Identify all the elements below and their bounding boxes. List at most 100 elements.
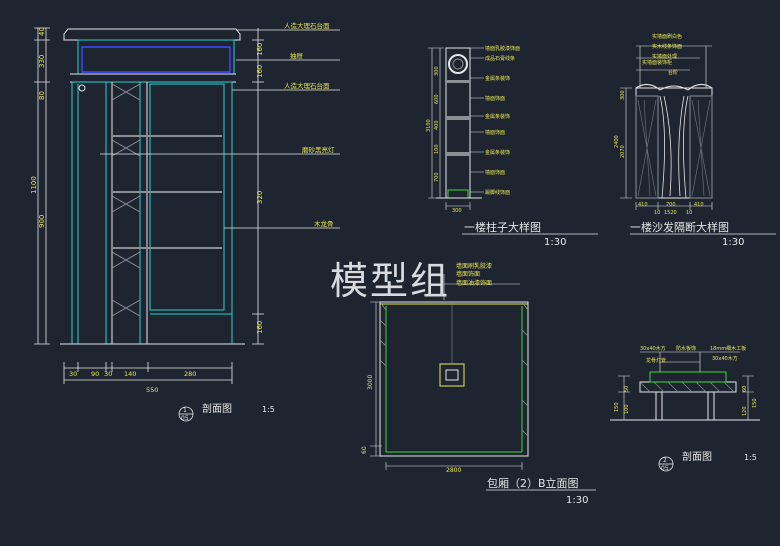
section-two-drawing	[610, 351, 760, 421]
curtain	[659, 95, 689, 199]
dimension-lines	[618, 375, 754, 421]
note-label: 墙面乳胶漆饰面	[485, 45, 520, 52]
note-label: 金属条装饰	[485, 113, 510, 120]
elevation-drawing	[370, 274, 529, 470]
dim-text: 80	[38, 91, 46, 100]
dim-text: 550	[146, 386, 158, 394]
note-label: 人造大理石台面	[284, 21, 330, 30]
dim-text: 150	[752, 398, 758, 408]
note-label: 木龙骨	[314, 219, 334, 228]
note-label: 磨砂黑亮灯	[302, 145, 335, 154]
dimension-lines	[370, 301, 523, 470]
note-label: 墙面饰面	[485, 169, 505, 176]
post	[655, 391, 663, 421]
note-label: 金属条装饰	[485, 149, 510, 156]
column-detail-drawing	[428, 47, 484, 210]
dim-text: 60	[742, 386, 748, 392]
sofa-partition-text: 实墙面刷白色 实木线条饰面 实墙面处理 实墙面装饰柜 台阶 300 2400 2…	[614, 33, 704, 216]
sofa-partition-drawing	[620, 45, 713, 210]
column-detail-title: 一楼柱子大样图	[464, 220, 541, 234]
leader-lines	[443, 274, 520, 300]
slab	[639, 381, 737, 393]
metal-strip	[446, 80, 470, 83]
wall-hatch	[379, 301, 529, 437]
dim-text: 150	[614, 402, 620, 412]
metal-strip	[446, 116, 470, 120]
dim-text: 90	[91, 370, 99, 378]
elevation-scale: 1:30	[566, 495, 588, 506]
drawer-frame	[77, 39, 235, 75]
left-section-drawing	[34, 27, 340, 384]
section-ref-top: 1	[183, 407, 187, 414]
dim-text: 30	[69, 370, 77, 378]
dimension-lines	[63, 362, 233, 384]
dimension-lines	[252, 28, 264, 345]
leader-lines	[640, 351, 740, 372]
dim-text: 120	[742, 406, 748, 416]
note-label: 18mm细木工板	[710, 345, 746, 352]
dim-text: 700	[666, 202, 676, 208]
section-scale: 1:5	[262, 405, 275, 414]
dim-text: 40	[38, 27, 46, 36]
dim-text: 410	[638, 202, 648, 208]
slab-hatch	[639, 381, 735, 393]
section-two-text: 30x40木方 防水板饰 18mm细木工板 龙骨灯管 30x40木方 150 1…	[614, 345, 758, 416]
dim-text: 160	[256, 321, 264, 334]
dim-text: 280	[184, 370, 196, 378]
note-label: 金属条装饰	[485, 75, 510, 82]
column-outline	[445, 47, 471, 199]
note-label: 实墙面刷白色	[652, 33, 682, 40]
metal-strip	[446, 152, 470, 156]
dim-text: 700	[434, 172, 440, 182]
wall-outline	[379, 301, 529, 457]
dim-text: 300	[434, 66, 440, 76]
panel-texture	[637, 99, 711, 197]
valance	[635, 84, 713, 91]
leader-lines	[100, 29, 340, 229]
dimension-lines	[620, 87, 713, 210]
left-section-text: 40 330 80 1100 900 160 160 320 160 人造大理石…	[30, 21, 335, 422]
note-label: 墙面刷乳胶漆	[456, 262, 492, 270]
note-label: 踢脚线饰面	[485, 189, 510, 196]
column-detail-scale: 1:30	[544, 237, 566, 248]
note-label: 实墙面装饰柜	[642, 59, 672, 66]
elevation-title: 包厢（2）B立面图	[487, 476, 579, 490]
dim-text: 300	[452, 208, 462, 214]
leader-lines	[470, 47, 484, 193]
section-ref-bottom: 05	[661, 465, 669, 472]
note-label: 30x40木方	[640, 345, 666, 352]
dim-text: 300	[620, 90, 626, 100]
cabinet-body	[71, 81, 233, 345]
dim-text: 3000	[367, 375, 374, 390]
dim-text: 140	[124, 370, 136, 378]
dim-text: 600	[434, 94, 440, 104]
watermark: 模型组	[330, 259, 451, 303]
note-label: 防水板饰	[676, 345, 696, 352]
note-label: 实墙面处理	[652, 53, 677, 60]
dim-text: 2800	[446, 467, 461, 474]
note-label: 实木线条饰面	[652, 43, 682, 50]
dim-text: 50	[624, 386, 630, 392]
dim-text: 100	[624, 404, 630, 414]
wall-socket	[439, 363, 465, 387]
sofa-partition-scale: 1:30	[722, 237, 744, 248]
dim-text: 2400	[614, 135, 620, 148]
note-label: 人造大理石台面	[284, 81, 330, 90]
note-label: 墙面油漆饰面	[456, 279, 492, 287]
right-panel	[689, 95, 713, 199]
dim-text: 160	[256, 43, 264, 56]
section-ref-top: 2	[663, 457, 667, 464]
dim-text: 10	[654, 210, 660, 216]
dim-text: 60	[361, 446, 368, 454]
dim-text: 1100	[30, 176, 38, 194]
dim-text: 10	[686, 210, 692, 216]
sofa-partition-title: 一楼沙发隔断大样图	[630, 220, 729, 234]
dim-text: 1520	[664, 210, 677, 216]
drawer-outline	[81, 46, 231, 73]
section-title: 剖面图	[202, 402, 232, 415]
left-panel	[635, 95, 659, 199]
note-label: 成品石膏线条	[485, 55, 515, 62]
column-medallion-inner	[452, 58, 464, 70]
dimension-lines	[428, 47, 471, 210]
